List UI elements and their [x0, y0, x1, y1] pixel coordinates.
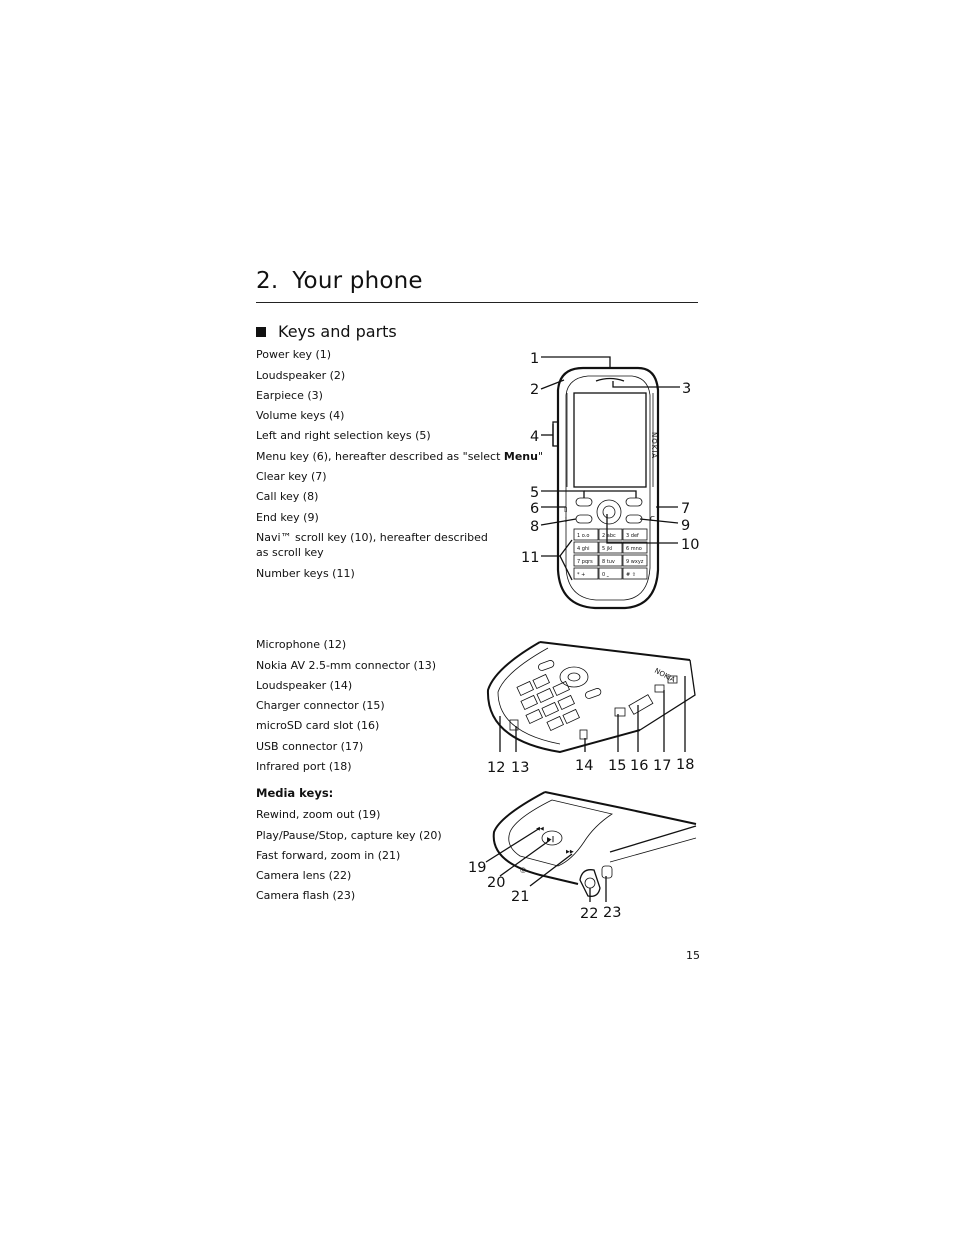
- list-item: Number keys (11): [256, 567, 355, 580]
- keypad-key: # ⇧: [626, 572, 636, 578]
- list-item: Loudspeaker (14): [256, 679, 353, 692]
- list-item: Camera flash (23): [256, 889, 356, 902]
- list-item-text: Menu key (6), hereafter described as "se…: [256, 450, 504, 463]
- list-item: USB connector (17): [256, 740, 364, 753]
- keypad-key: * +: [577, 572, 585, 578]
- chapter-title: 2. Your phone: [256, 268, 423, 294]
- keypad-key: 2 abc: [602, 533, 616, 539]
- callout-label: 5: [530, 485, 539, 501]
- list-item: Fast forward, zoom in (21): [256, 849, 401, 862]
- callout-label: 11: [521, 550, 539, 566]
- list-item: End key (9): [256, 511, 319, 524]
- keypad-key: 6 mno: [626, 546, 642, 552]
- callout-label: 21: [511, 889, 529, 905]
- callout-label: 16: [630, 758, 648, 774]
- list-item: Loudspeaker (2): [256, 369, 346, 382]
- list-item: Microphone (12): [256, 638, 347, 651]
- side-keypad: [516, 673, 580, 732]
- list-item: Nokia AV 2.5-mm connector (13): [256, 659, 437, 672]
- section-title-text: Keys and parts: [278, 322, 397, 341]
- keypad-key: 4 ghi: [577, 546, 590, 552]
- list-item: Rewind, zoom out (19): [256, 808, 381, 821]
- clear-key-label: C: [650, 515, 655, 523]
- rewind-icon: ◀◀: [536, 826, 544, 832]
- callout-label: 19: [468, 860, 486, 876]
- menu-suffix: ": [537, 450, 544, 463]
- keypad-key: 3 def: [626, 533, 639, 539]
- list-item: as scroll key: [256, 546, 324, 559]
- list-item: Navi™ scroll key (10), hereafter describ…: [256, 531, 488, 544]
- callout-label: 15: [608, 758, 626, 774]
- callout-label: 9: [681, 518, 690, 534]
- keypad-key: 0 ⎵: [602, 572, 609, 578]
- keypad-key: 8 tuv: [602, 559, 615, 565]
- callout-label: 13: [511, 760, 529, 776]
- list-item: Menu key (6), hereafter described as "se…: [256, 450, 543, 464]
- callout-label: 20: [487, 875, 505, 891]
- callout-label: 14: [575, 758, 593, 774]
- brand-label: NOKIA: [650, 432, 658, 459]
- callout-label: 22: [580, 906, 598, 922]
- play-pause-icon: ▶‖: [547, 836, 555, 843]
- list-item: Camera lens (22): [256, 869, 352, 882]
- callout-label: 3: [682, 381, 691, 397]
- list-item: Infrared port (18): [256, 760, 352, 773]
- keypad-key: 7 pqrs: [577, 559, 593, 565]
- camera-icon: ◎: [520, 866, 526, 874]
- callout-label: 17: [653, 758, 671, 774]
- chapter-number: 2.: [256, 268, 279, 294]
- list-item: microSD card slot (16): [256, 719, 380, 732]
- list-item: Charger connector (15): [256, 699, 385, 712]
- keypad: 1 o.o 2 abc 3 def 4 ghi 5 jkl 6 mno 7 pq…: [573, 528, 648, 580]
- list-item: Power key (1): [256, 348, 332, 361]
- list-item: Left and right selection keys (5): [256, 429, 431, 442]
- callout-label: 8: [530, 519, 539, 535]
- list-item: Volume keys (4): [256, 409, 345, 422]
- media-keys-heading: Media keys:: [256, 786, 334, 800]
- menu-word: Menu: [503, 450, 538, 463]
- callout-label: 6: [530, 501, 539, 517]
- chapter-title-text: Your phone: [292, 268, 423, 294]
- list-item: Clear key (7): [256, 470, 327, 483]
- list-item: Play/Pause/Stop, capture key (20): [256, 829, 442, 842]
- callout-label: 10: [681, 537, 699, 553]
- callout-label: 7: [681, 501, 690, 517]
- keypad-key: 9 wxyz: [626, 559, 644, 565]
- section-title: Keys and parts: [256, 322, 397, 341]
- square-bullet-icon: [256, 326, 266, 337]
- list-item: Earpiece (3): [256, 389, 323, 402]
- fast-forward-icon: ▶▶: [566, 849, 574, 855]
- keypad-key: 5 jkl: [602, 546, 612, 552]
- callout-label: 4: [530, 429, 539, 445]
- callout-label: 2: [530, 382, 539, 398]
- call-key-icon: ⇣: [563, 516, 569, 524]
- callout-label: 18: [676, 757, 694, 773]
- callout-label: 23: [603, 905, 621, 921]
- keypad-key: 1 o.o: [577, 533, 589, 539]
- list-item: Call key (8): [256, 490, 319, 503]
- menu-key-icon: ▯: [564, 506, 567, 513]
- callout-label: 1: [530, 351, 539, 367]
- heading-rule: [256, 302, 698, 303]
- page-number: 15: [686, 949, 700, 962]
- callout-label: 12: [487, 760, 505, 776]
